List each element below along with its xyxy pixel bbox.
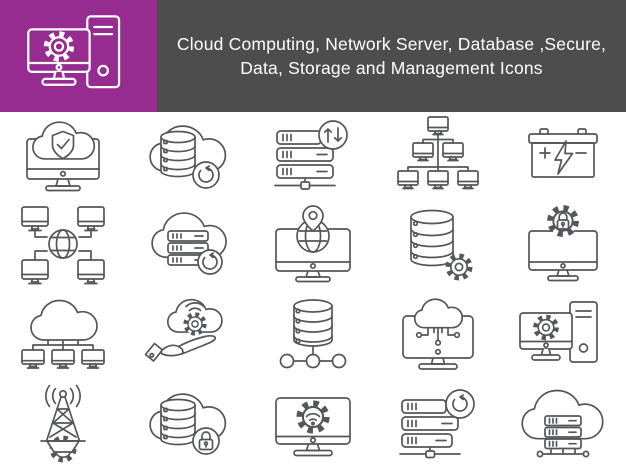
icon-cell-global-computer-network	[0, 202, 125, 292]
title-bar: Cloud Computing, Network Server, Databas…	[157, 0, 626, 112]
monitor-cloud-circuit-icon	[402, 298, 475, 370]
page-title-line2: Data, Storage and Management Icons	[240, 58, 543, 78]
icon-cell-cloud-computer-network	[0, 291, 125, 381]
icon-cell-cloud-shield-monitor	[0, 112, 125, 202]
icon-cell-server-data-transfer	[250, 112, 375, 202]
cloud-hosting-network-icon	[521, 389, 604, 458]
hand-cloud-services-icon	[144, 298, 223, 362]
icon-cell-battery-power	[501, 112, 626, 202]
header: Cloud Computing, Network Server, Databas…	[0, 0, 626, 112]
icon-cell-signal-tower-gear	[0, 381, 125, 470]
icon-cell-database-network-nodes	[250, 291, 375, 381]
signal-tower-gear-icon	[39, 384, 86, 467]
computer-network-tree-icon	[397, 115, 480, 190]
cloud-database-sync-icon	[149, 125, 227, 189]
computer-settings-logo-icon	[26, 14, 120, 88]
icon-cell-cloud-database-sync	[125, 112, 250, 202]
brand-logo-panel	[0, 0, 157, 112]
icon-cell-monitor-globe-location	[250, 202, 375, 292]
icon-cell-monitor-cloud-circuit	[376, 291, 501, 381]
cloud-database-security-icon	[149, 393, 227, 456]
database-settings-icon	[410, 209, 488, 288]
icon-cell-monitor-wireless-settings	[250, 381, 375, 470]
monitor-wireless-settings-icon	[275, 397, 351, 457]
page-title-line1: Cloud Computing, Network Server, Databas…	[176, 34, 607, 54]
cloud-server-sync-icon	[151, 212, 227, 276]
icon-cell-cloud-database-security	[125, 381, 250, 470]
icon-cell-computer-network-tree	[376, 112, 501, 202]
icon-cell-cloud-server-sync	[125, 202, 250, 292]
global-computer-network-icon	[20, 206, 105, 285]
monitor-globe-location-icon	[275, 205, 351, 283]
database-network-nodes-icon	[279, 298, 347, 369]
icon-cell-hand-cloud-services	[125, 291, 250, 381]
cloud-shield-monitor-icon	[25, 121, 100, 192]
battery-power-icon	[528, 127, 599, 178]
cloud-computer-network-icon	[20, 299, 105, 369]
server-sync-icon	[399, 389, 476, 459]
monitor-security-settings-icon	[528, 204, 599, 282]
icon-cell-server-sync	[376, 381, 501, 470]
computer-settings-icon	[519, 300, 599, 363]
icon-cell-database-settings	[376, 202, 501, 292]
icon-cell-cloud-hosting-network	[501, 381, 626, 470]
server-data-transfer-icon	[274, 119, 348, 190]
icon-cell-computer-settings	[501, 291, 626, 381]
icon-grid	[0, 112, 626, 470]
icon-cell-monitor-security-settings	[501, 202, 626, 292]
